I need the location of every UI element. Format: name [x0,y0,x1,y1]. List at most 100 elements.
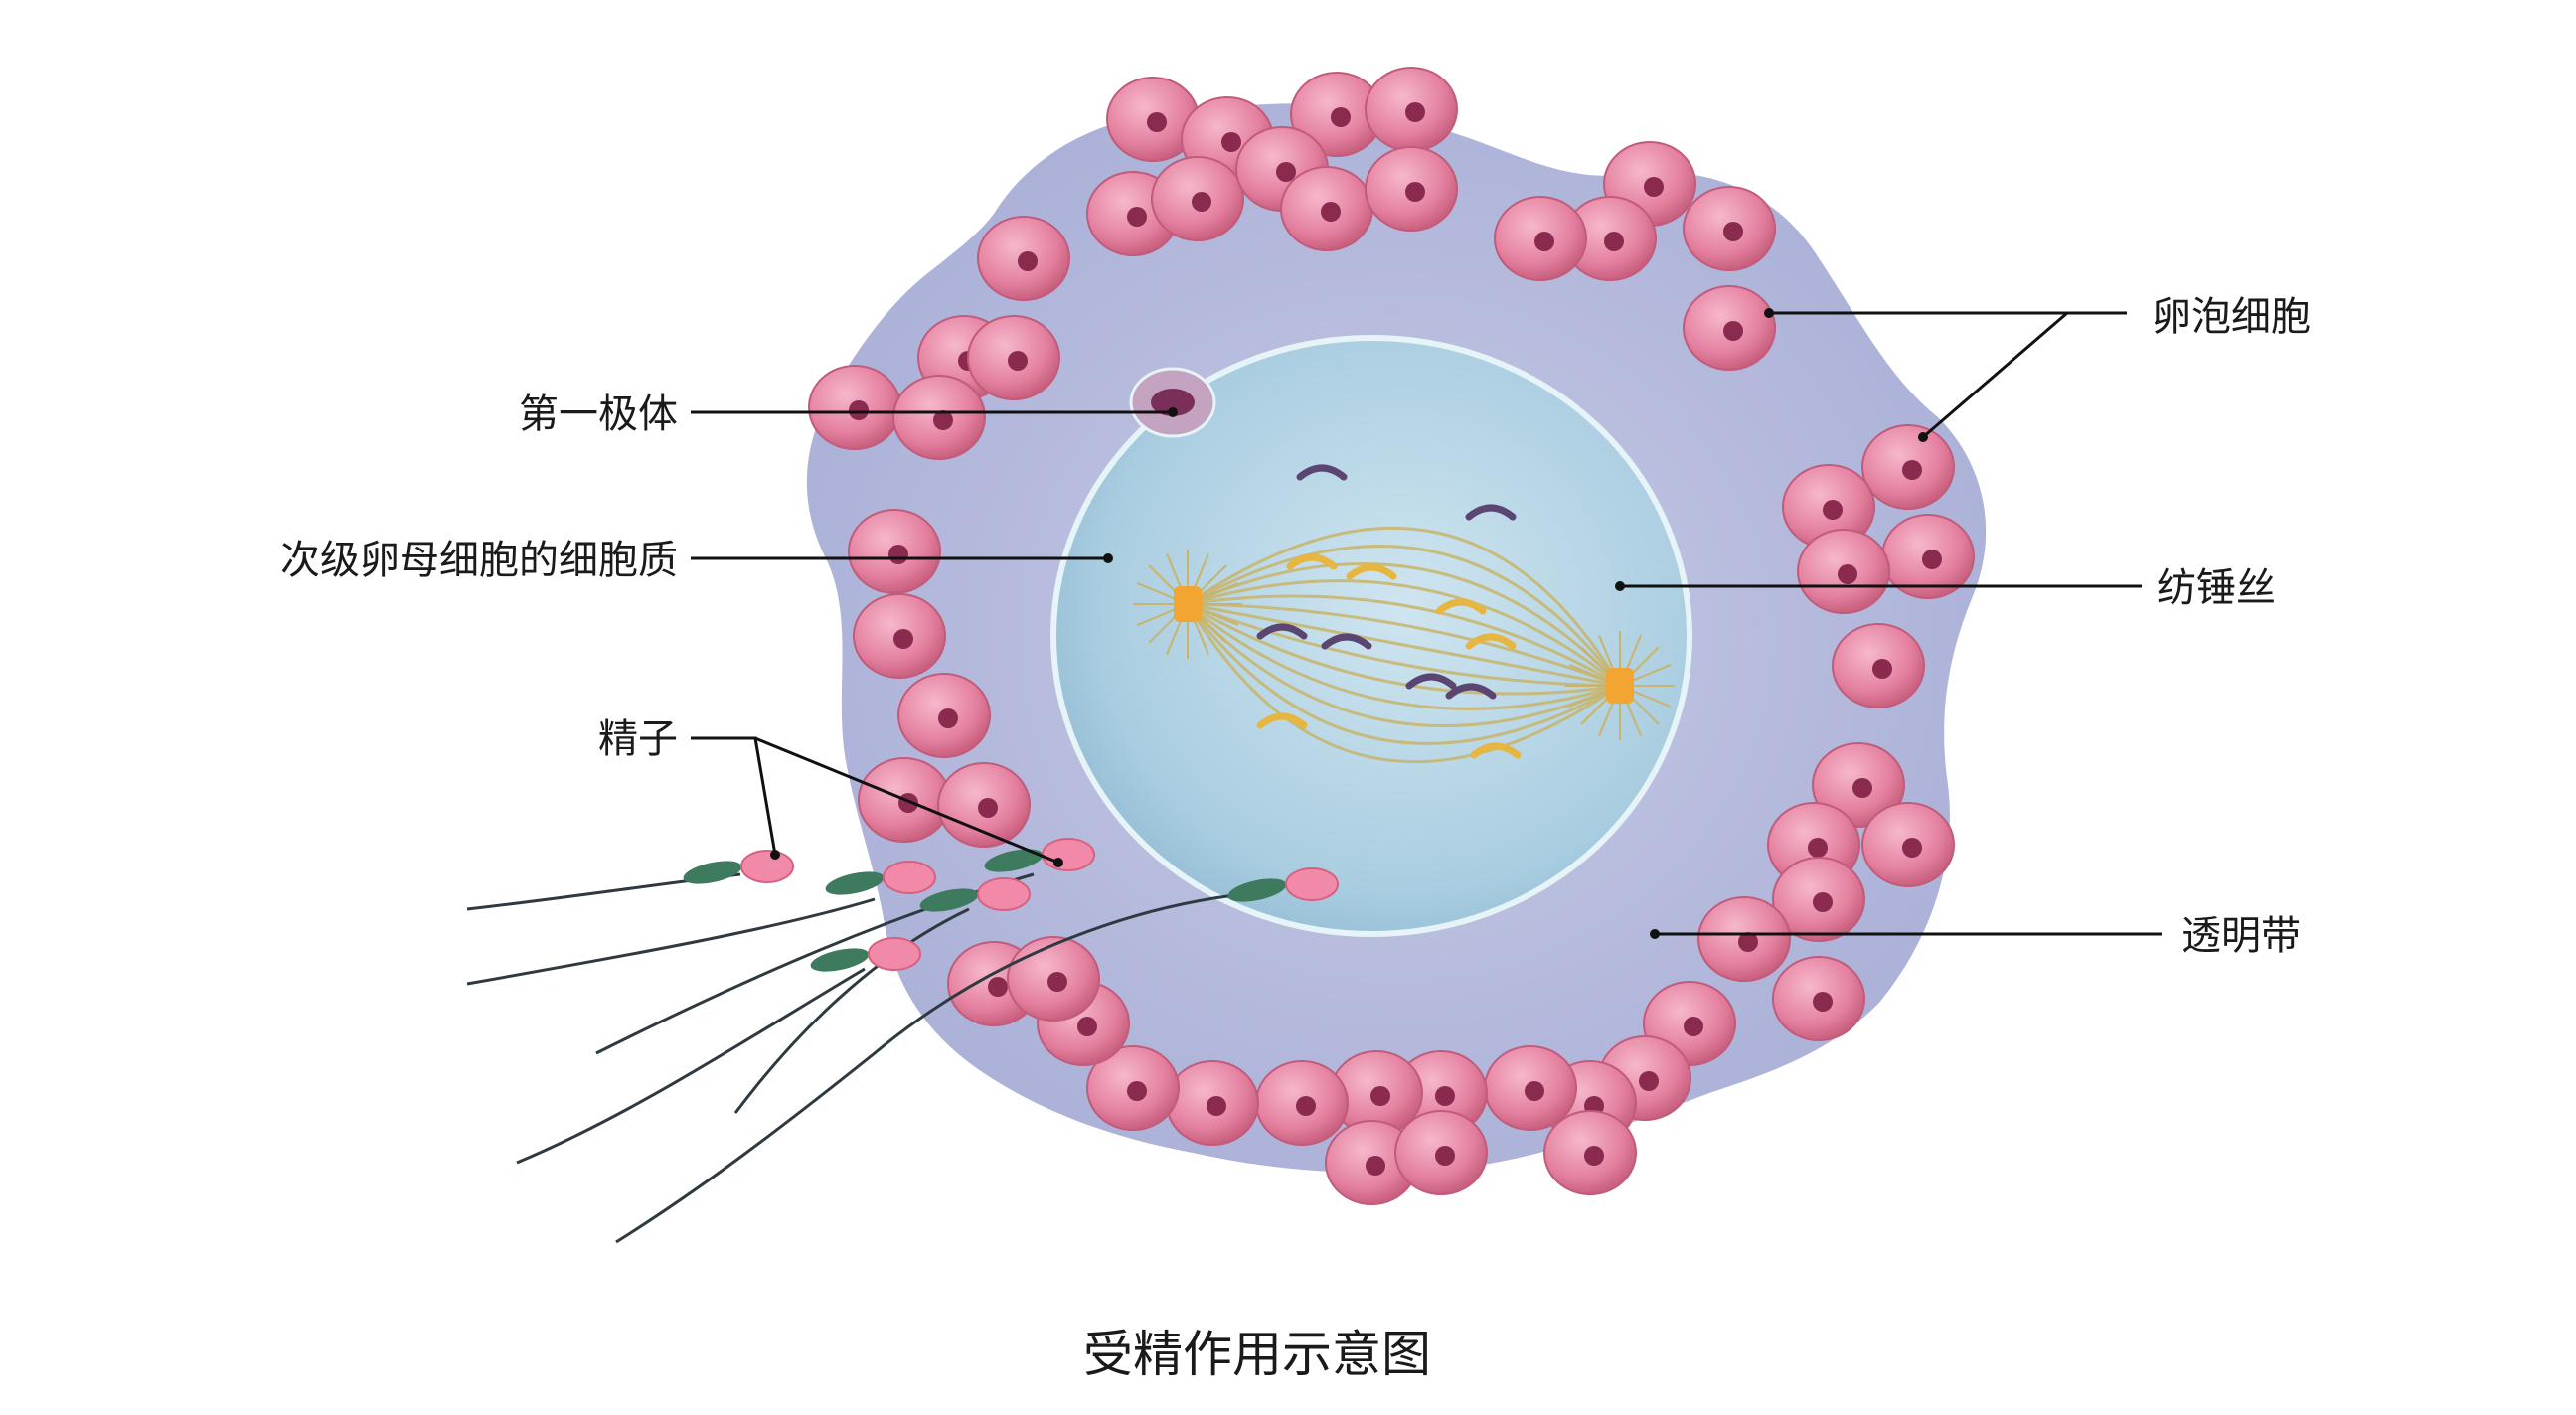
spindle-fiber [1187,602,1621,688]
spindle-fiber [1187,545,1622,687]
label-sperm: 精子 [598,716,678,762]
spindle-fiber [1186,603,1621,745]
follicle-cell-nucleus [1192,192,1211,212]
chromosome [1435,598,1487,615]
label-first-polar-body: 第一极体 [519,392,678,437]
follicle-cell-nucleus [1221,132,1241,152]
follicle-cell-nucleus [1435,1146,1455,1166]
follicle-cell-nucleus [1823,500,1843,520]
sperm-midpiece [1227,878,1287,902]
follicle-cell-nucleus [1127,207,1147,227]
leader-sperm-2 [754,736,1059,865]
spindle-fiber [1187,602,1621,688]
leader-cytoplasm-dot [1103,553,1113,563]
follicle-cell-nucleus [1644,177,1664,197]
follicle-cell-nucleus [1584,1146,1604,1166]
label-follicle-cells: 卵泡细胞 [2152,294,2311,340]
sperm-tail [466,897,876,986]
sperm-midpiece [825,871,885,895]
follicle-cell-nucleus [1604,232,1624,251]
follicle-cell-nucleus [1008,351,1028,371]
spindle-fiber [1186,603,1621,764]
follicle-cell-nucleus [1534,232,1554,251]
leader-lines [691,308,2162,939]
spindle-fiber [1187,579,1621,688]
chromosome [1296,464,1348,481]
sperm-tail [615,889,1278,1244]
follicle-cell-nucleus [1525,1081,1544,1101]
follicle-cell-nucleus [1018,251,1038,271]
follicle-cell-nucleus [1147,112,1167,132]
sperm-midpiece [984,849,1044,872]
follicle-cell-nucleus [1639,1071,1659,1091]
sperm-head [740,850,794,883]
follicle-cell-nucleus [1077,1017,1097,1036]
chromosome [1321,633,1372,650]
sperm-midpiece [683,861,742,884]
leader-follicle-dot-1 [1764,308,1774,318]
sperm-midpiece [919,888,979,912]
follicle-cell-nucleus [1813,892,1833,912]
follicle-cell-nucleus [1684,1017,1703,1036]
chromosome [1465,633,1517,650]
sperm-head [868,937,921,971]
chromosome [1445,683,1497,700]
leader-spindle-dot [1615,581,1625,591]
leader-polar-body-dot [1168,407,1178,417]
chromosome [1256,623,1308,640]
spindle-fiber [1186,602,1621,727]
follicle-cell-nucleus [978,798,998,818]
follicle-cell-nucleus [1902,460,1922,480]
follicle-cell-nucleus [1047,972,1067,992]
follicle-cell-nucleus [1872,659,1892,679]
follicle-cell-nucleus [1127,1081,1147,1101]
label-spindle: 纺锤丝 [2157,565,2276,611]
sperm-head [1285,867,1339,901]
spindle-fiber [1187,602,1621,710]
follicle-cell-nucleus [1738,932,1758,952]
leader-sperm-dot-1 [770,850,780,860]
follicle-cell-nucleus [1370,1086,1390,1106]
leader-sperm [691,736,777,856]
centrosome [1606,668,1634,704]
spindle-fiber [1187,526,1622,687]
figure-caption: 受精作用示意图 [1083,1326,1431,1383]
spindle-fiber [1187,594,1621,688]
follicle-cell-nucleus [988,977,1008,997]
follicle-cell-nucleus [1723,222,1743,241]
sperm-midpiece [810,948,870,972]
chromosome [1256,712,1308,729]
follicle-cell-nucleus [1276,162,1296,182]
follicle-cell-nucleus [888,545,908,564]
oocyte-cytoplasm [1050,335,1692,937]
follicle-cell-nucleus [1405,102,1425,122]
follicle-cell-nucleus [1723,321,1743,341]
sperm-head [977,877,1031,911]
polar-body-chromatin [1151,389,1195,416]
leader-follicle-dot-2 [1918,432,1928,442]
centrosome [1174,586,1202,622]
spindle-fiber [1187,562,1622,688]
follicle-cell-nucleus [1838,564,1857,584]
spindle-fiber [1187,602,1621,696]
follicle-cell-nucleus [893,629,913,649]
follicle-cell-nucleus [1366,1156,1385,1176]
chromosome [1465,504,1517,521]
follicle-cell-nucleus [1207,1096,1226,1116]
sperm-tail [516,967,866,1165]
follicle-cell-nucleus [1808,838,1828,858]
follicle-cell-nucleus [1405,182,1425,202]
follicle-cell-nucleus [938,708,958,728]
sperm-tail [733,907,970,1114]
follicle-cell-nucleus [1331,107,1351,127]
follicle-cell-nucleus [1813,992,1833,1012]
follicle-cell-nucleus [1852,778,1872,798]
follicle-cell-nucleus [1922,550,1942,569]
chromosome [1346,563,1397,580]
spindle-apparatus [1133,464,1675,764]
follicle-cell-nucleus [1296,1096,1316,1116]
spindle-fiber [1187,602,1621,688]
sperm-head [1042,838,1095,871]
chromosome [1286,553,1338,570]
